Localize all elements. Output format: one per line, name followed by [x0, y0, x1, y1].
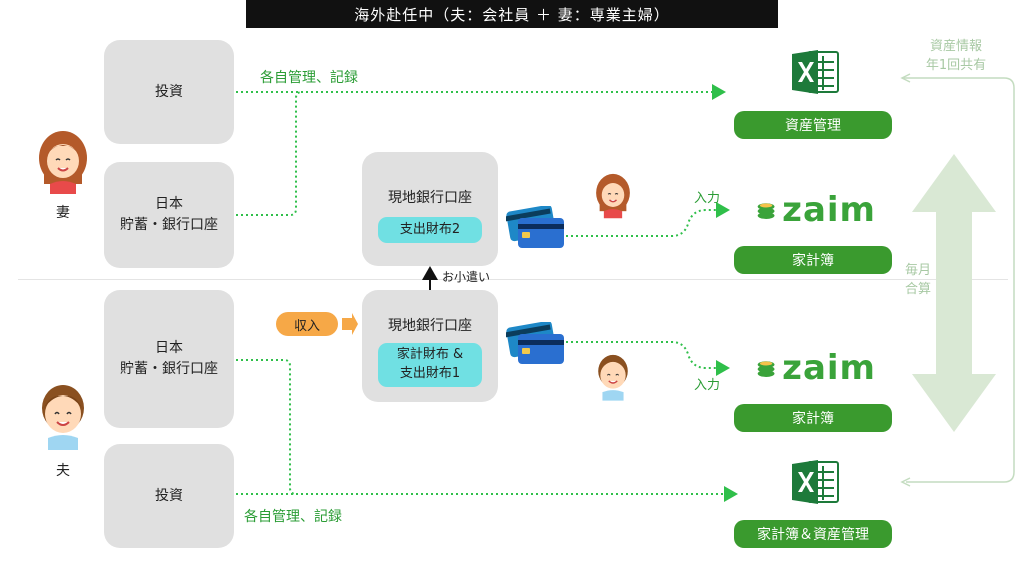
husband-input-label: 入力 — [694, 378, 721, 393]
asset-share-line2: 年1回共有 — [925, 57, 987, 73]
husband-card-arrow — [566, 341, 730, 376]
monthly-sum-label: 毎月 合算 — [896, 262, 940, 300]
wife-local-bank-label: 現地銀行口座 — [388, 190, 472, 206]
husband-invest-label: 投資 — [155, 487, 183, 504]
coin-stack-icon — [757, 203, 775, 219]
asset-share-line1: 資産情報 — [929, 39, 982, 54]
husband-wallet-line1: 家計財布 & — [396, 347, 464, 363]
wife-local-bank-box: 現地銀行口座 支出財布2 — [362, 152, 498, 266]
wife-savings-line2: 貯蓄・銀行口座 — [120, 217, 218, 233]
section-divider — [18, 279, 1008, 280]
wife-record-label: 各自管理、記録 — [260, 70, 358, 86]
zaim-logo-top: zaim — [756, 188, 876, 232]
husband-wallet-line2: 支出財布1 — [399, 366, 461, 381]
wife-small-avatar — [594, 170, 632, 220]
income-arrow — [342, 313, 358, 335]
excel-icon — [790, 48, 840, 96]
coin-stack-icon — [757, 361, 775, 377]
kakeibo-bottom-label: 家計簿 — [734, 404, 892, 432]
wife-wallet-label: 支出財布2 — [399, 221, 461, 237]
zaim-text-top: zaim — [782, 190, 876, 230]
wife-invest-box: 投資 — [104, 40, 234, 144]
income-pill: 収入 — [276, 312, 338, 336]
wife-invest-label: 投資 — [155, 83, 183, 100]
husband-invest-box: 投資 — [104, 444, 234, 548]
wife-savings-connector — [236, 91, 303, 216]
asset-share-bracket — [902, 77, 1015, 483]
husband-credit-cards-icon — [504, 320, 566, 366]
asset-mgmt-label: 資産管理 — [734, 111, 892, 139]
kakeibo-asset-label: 家計簿＆資産管理 — [734, 520, 892, 548]
asset-share-label: 資産情報 年1回共有 — [918, 38, 994, 76]
zaim-text-bottom: zaim — [782, 348, 876, 388]
husband-wallet-pill: 家計財布 & 支出財布1 — [378, 343, 482, 387]
husband-savings-connector — [236, 359, 297, 495]
wife-label: 妻 — [56, 205, 70, 221]
husband-small-avatar — [594, 350, 632, 402]
monthly-sum-double-arrow — [912, 154, 996, 432]
husband-record-label: 各自管理、記録 — [244, 509, 342, 525]
excel-icon — [790, 458, 840, 506]
page-title: 海外赴任中（夫：会社員 ＋ 妻：専業主婦） — [246, 0, 778, 28]
husband-avatar — [36, 380, 90, 450]
monthly-sum-line2: 合算 — [904, 281, 931, 297]
husband-local-bank-box: 現地銀行口座 家計財布 & 支出財布1 — [362, 290, 498, 402]
kakeibo-top-label: 家計簿 — [734, 246, 892, 274]
wife-wallet-pill: 支出財布2 — [378, 217, 482, 243]
monthly-sum-line1: 毎月 — [904, 263, 931, 278]
wife-savings-line1: 日本 — [155, 196, 183, 212]
wife-input-label: 入力 — [694, 191, 721, 206]
wife-savings-box: 日本 貯蓄・銀行口座 — [104, 162, 234, 268]
wife-credit-cards-icon — [504, 204, 566, 250]
husband-label: 夫 — [56, 463, 70, 479]
husband-local-bank-label: 現地銀行口座 — [388, 318, 472, 334]
husband-savings-box: 日本 貯蓄・銀行口座 — [104, 290, 234, 428]
husband-savings-line1: 日本 — [155, 340, 183, 356]
wife-avatar — [36, 128, 90, 194]
wife-card-arrow — [566, 202, 730, 237]
allowance-label: お小遣い — [442, 270, 491, 284]
husband-savings-line2: 貯蓄・銀行口座 — [120, 361, 218, 377]
zaim-logo-bottom: zaim — [756, 346, 876, 390]
